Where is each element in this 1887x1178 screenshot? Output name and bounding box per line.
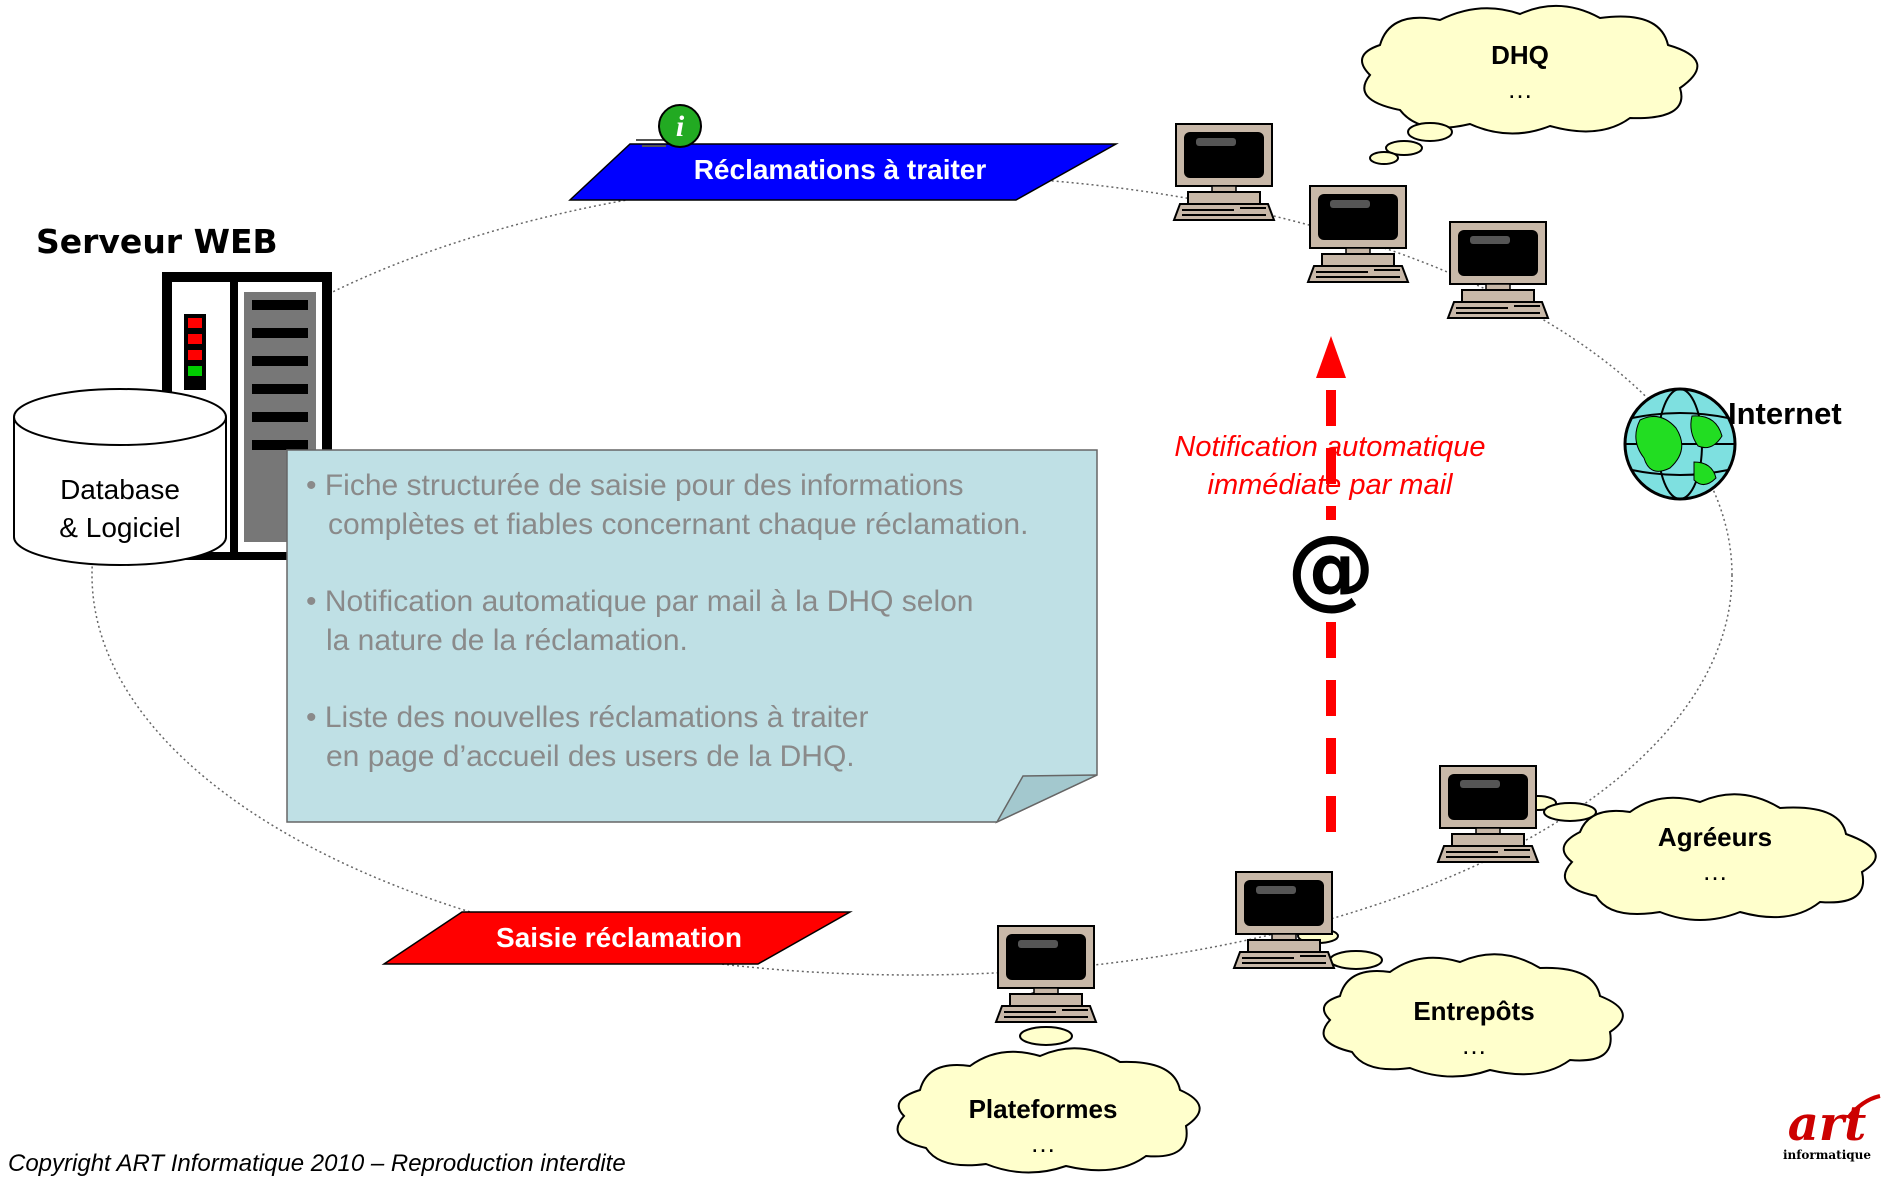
cloud-plateformes-more: …	[1030, 1128, 1056, 1158]
banner-saisie-reclamation-shape	[381, 911, 853, 965]
cloud-plateformes-title: Plateformes	[968, 1094, 1118, 1124]
computer-icon	[1233, 871, 1335, 969]
info-icon: i	[636, 104, 702, 148]
network-ring	[91, 174, 1733, 976]
banner-saisie-reclamation: Saisie réclamation	[496, 922, 742, 953]
notification-arrow	[1316, 336, 1346, 832]
server-title: Serveur WEB	[36, 222, 278, 261]
cloud-agreeurs-title: Agréeurs	[1657, 822, 1773, 852]
computer-icon	[1437, 765, 1539, 863]
banner-reclamations-a-traiter: Réclamations à traiter	[693, 154, 987, 185]
note-bullet-3-line2: en page d’accueil des users de la DHQ.	[326, 740, 855, 773]
note-bullet-1-line2: complètes et fiables concernant chaque r…	[328, 508, 1029, 541]
note-bullet-1-line1: • Fiche structurée de saisie pour des in…	[306, 469, 964, 502]
database-label-line2: & Logiciel	[59, 512, 181, 543]
notification-label: Notification automatique immédiate par m…	[1120, 428, 1540, 504]
features-note: • Fiche structurée de saisie pour des in…	[306, 466, 1086, 814]
cloud-entrepots-shape	[1297, 928, 1624, 1078]
cloud-agreeurs-shape	[1519, 793, 1877, 921]
internet-label: Internet	[1728, 396, 1842, 431]
cloud-dhq-shape	[1361, 5, 1699, 165]
note-bullet-3-line1: • Liste des nouvelles réclamations à tra…	[306, 701, 869, 734]
notification-line1: Notification automatique	[1174, 431, 1486, 463]
database-label-line1: Database	[60, 474, 180, 505]
banner-reclamations-a-traiter-shape	[568, 143, 1119, 201]
database-icon	[13, 388, 227, 566]
art-logo: art informatique	[1772, 1100, 1882, 1162]
computer-icon	[995, 925, 1097, 1023]
internet-globe-icon	[1623, 387, 1737, 501]
art-logo-main: art	[1787, 1096, 1867, 1152]
cloud-dhq: DHQ …	[1430, 38, 1610, 106]
svg-text:i: i	[676, 110, 685, 143]
computer-icon	[1173, 123, 1275, 221]
email-at-icon: @	[1278, 520, 1384, 616]
footer-copyright: Copyright ART Informatique 2010 – Reprod…	[8, 1150, 626, 1177]
cloud-dhq-title: DHQ	[1491, 40, 1549, 70]
art-logo-sub: informatique	[1782, 1148, 1872, 1162]
cloud-plateformes: Plateformes …	[938, 1092, 1148, 1160]
computer-icon	[1447, 221, 1549, 319]
art-logo-swoosh	[1846, 1094, 1881, 1120]
cloud-agreeurs-more: …	[1702, 856, 1728, 886]
cloud-entrepots-more: …	[1461, 1030, 1487, 1060]
features-note-shape	[286, 449, 1098, 824]
cloud-agreeurs: Agréeurs …	[1620, 820, 1810, 888]
note-bullet-3: • Liste des nouvelles réclamations à tra…	[306, 698, 1086, 776]
cloud-entrepots-title: Entrepôts	[1413, 996, 1535, 1026]
notification-line2: immédiate par mail	[1207, 469, 1453, 501]
note-bullet-2: • Notification automatique par mail à la…	[306, 582, 1086, 660]
computer-icon	[1307, 185, 1409, 283]
cloud-dhq-more: …	[1507, 74, 1533, 104]
cloud-entrepots: Entrepôts …	[1374, 994, 1574, 1062]
note-bullet-1: • Fiche structurée de saisie pour des in…	[306, 466, 1086, 544]
note-bullet-2-line1: • Notification automatique par mail à la…	[306, 585, 974, 618]
note-bullet-2-line2: la nature de la réclamation.	[326, 624, 688, 657]
